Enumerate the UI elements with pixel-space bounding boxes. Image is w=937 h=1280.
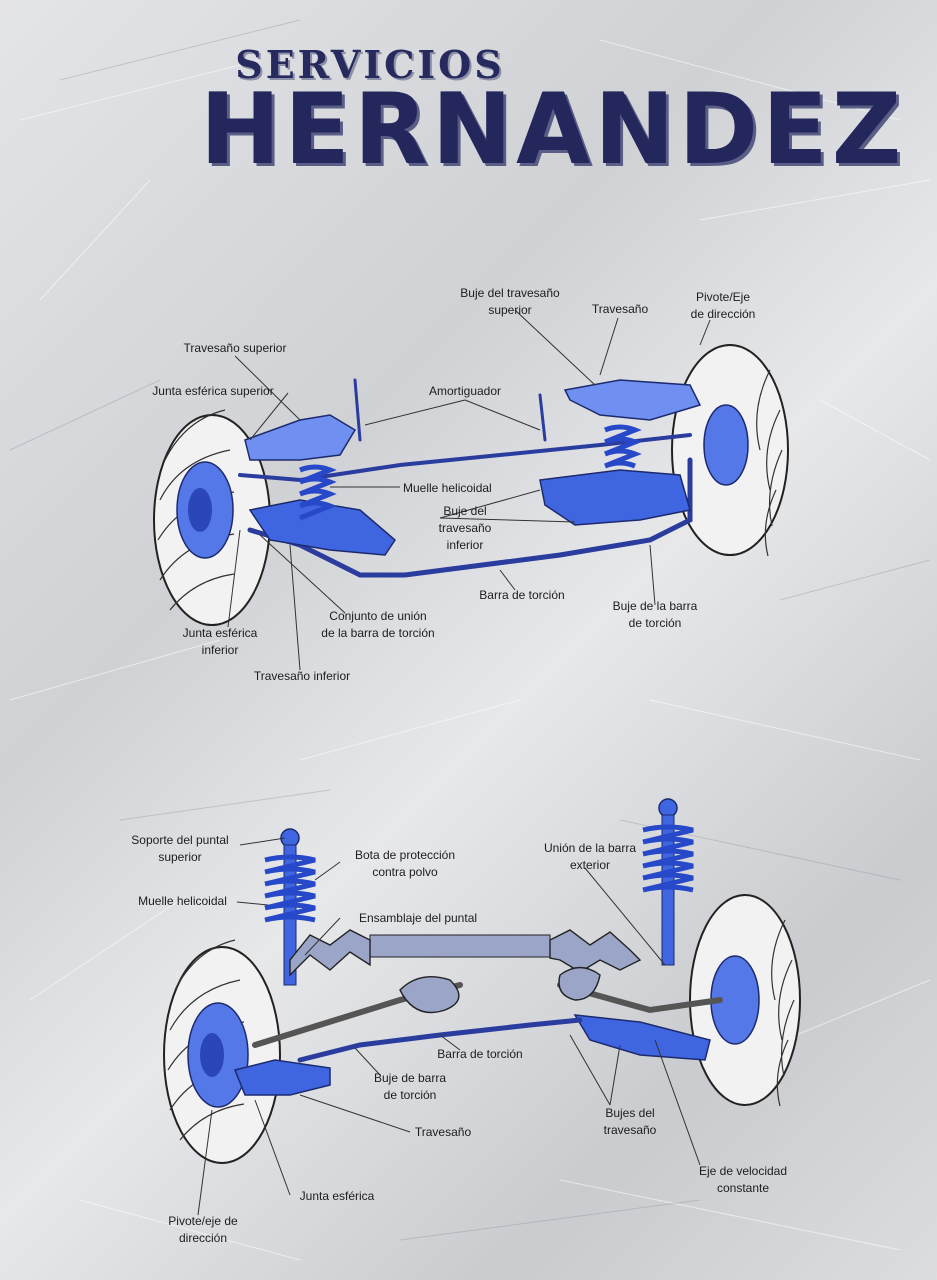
label-buje-travesano-inferior: Buje del travesaño inferior (438, 504, 492, 552)
label-junta-esferica-superior: Junta esférica superior (152, 384, 274, 398)
label-junta-esferica-bottom: Junta esférica (299, 1189, 375, 1203)
left-wheel-bottom (163, 939, 281, 1164)
label-travesano-bottom: Travesaño (414, 1125, 472, 1139)
label-bota-proteccion: Bota de protección contra polvo (354, 848, 456, 879)
right-wheel-top (671, 344, 789, 557)
right-wheel-bottom (689, 894, 801, 1107)
label-pivote-eje: Pivote/Eje de dirección (690, 290, 756, 321)
label-eje-velocidad: Eje de velocidad constante (698, 1164, 788, 1195)
logo-servicios: SERVICIOS (235, 42, 505, 87)
label-barra-torcion-bottom: Barra de torción (437, 1047, 523, 1061)
label-soporte-puntal: Soporte del puntal superior (131, 833, 229, 864)
label-ensamblaje-puntal: Ensamblaje del puntal (358, 911, 478, 925)
label-travesano: Travesaño (591, 302, 649, 316)
label-buje-travesano-superior: Buje del travesaño superior (460, 286, 560, 317)
label-pivote-eje-bottom: Pivote/eje de dirección (168, 1214, 238, 1245)
label-amortiguador: Amortiguador (428, 384, 502, 398)
label-travesano-inferior: Travesaño inferior (253, 669, 351, 683)
label-barra-torcion: Barra de torción (479, 588, 565, 602)
label-buje-barra-torcion: Buje de la barra de torción (612, 599, 698, 630)
label-buje-barra-torcion-bottom: Buje de barra de torción (373, 1071, 447, 1102)
label-muelle-helicoidal-bottom: Muelle helicoidal (138, 894, 227, 908)
label-muelle-helicoidal: Muelle helicoidal (403, 481, 492, 495)
label-union-barra-exterior: Unión de la barra exterior (543, 841, 637, 872)
label-conjunto-union: Conjunto de unión de la barra de torción (321, 609, 435, 640)
label-junta-esferica-inferior: Junta esférica inferior (182, 626, 258, 657)
label-travesano-superior: Travesaño superior (183, 341, 287, 355)
label-bujes-travesano: Bujes del travesaño (603, 1106, 657, 1137)
